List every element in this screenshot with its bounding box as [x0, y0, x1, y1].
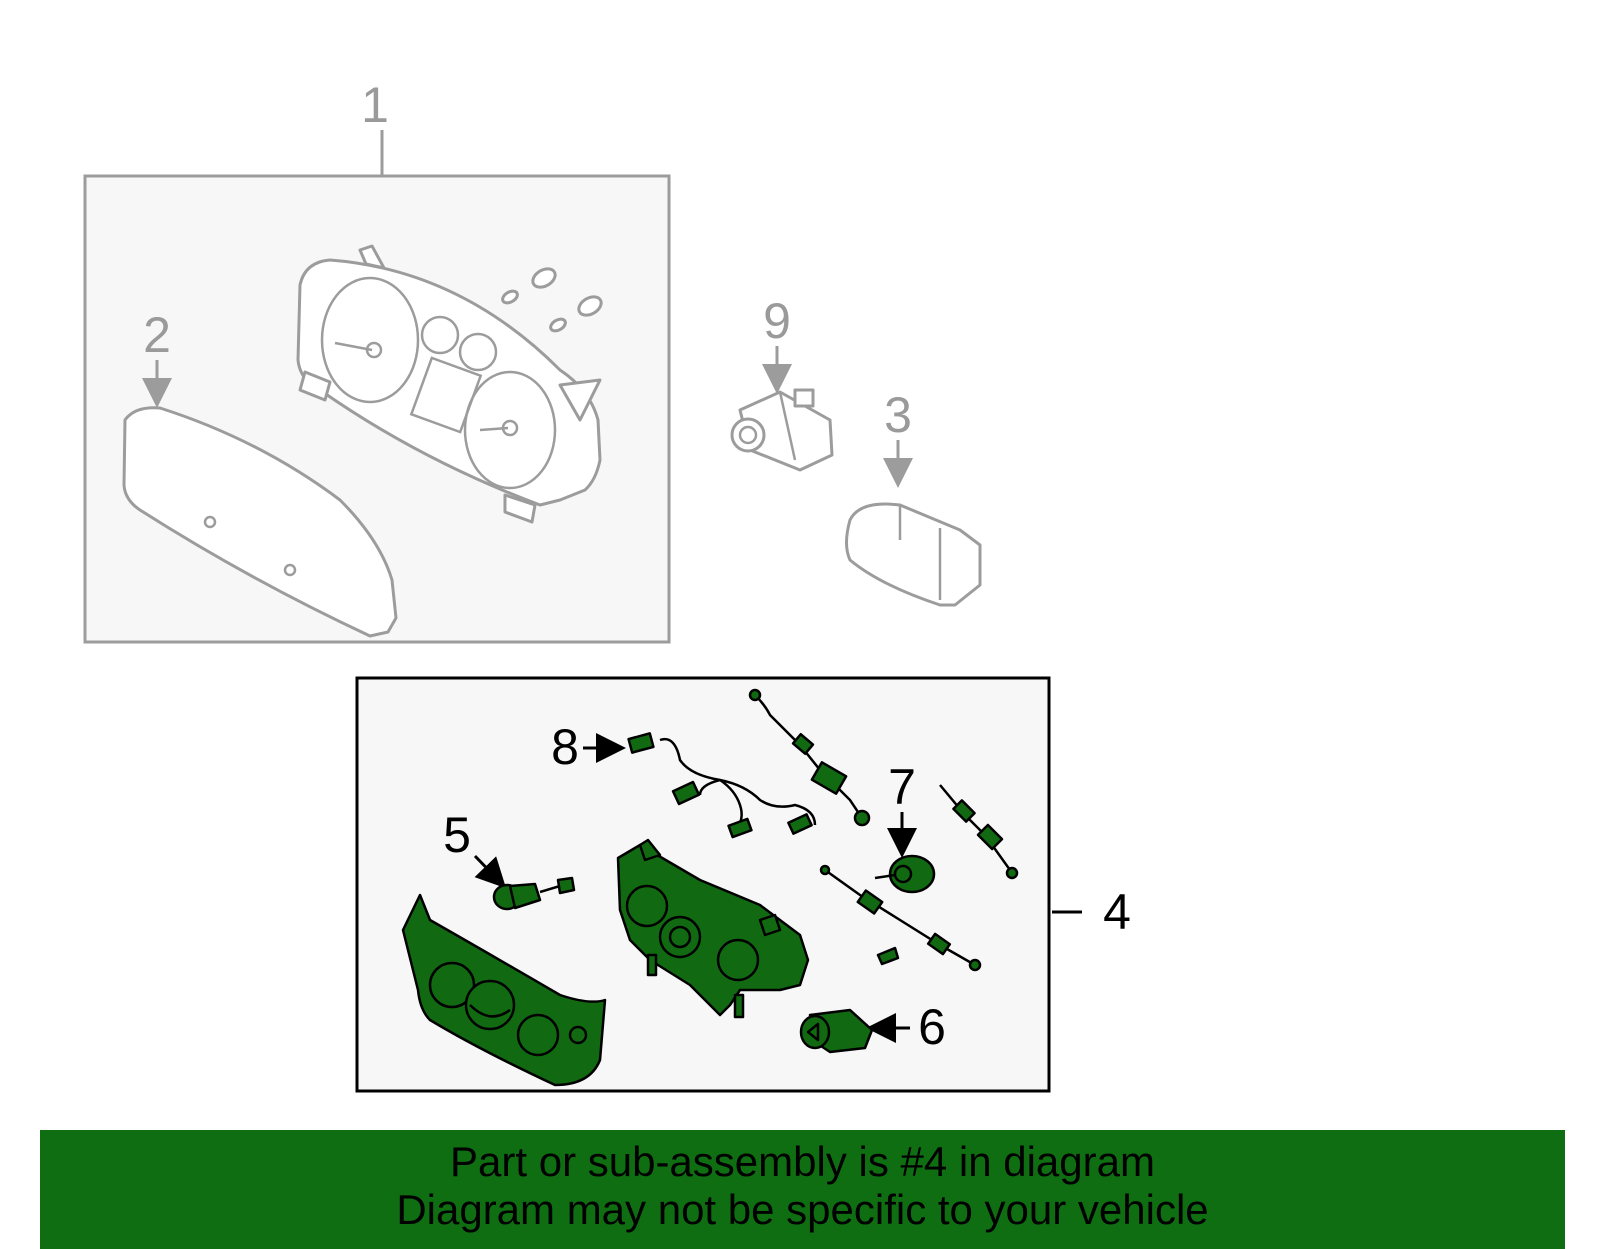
control-cable-upper[interactable]	[748, 688, 871, 827]
banner-line-1: Part or sub-assembly is #4 in diagram	[450, 1138, 1155, 1185]
callout-1[interactable]: 1	[361, 77, 389, 133]
bulb-socket-part-5[interactable]	[492, 876, 576, 911]
blower-switch-part-7[interactable]	[874, 854, 936, 894]
screw[interactable]	[876, 946, 900, 966]
cluster-bulbs[interactable]	[501, 265, 605, 333]
banner-line-2: Diagram may not be specific to your vehi…	[396, 1186, 1209, 1233]
cluster-assembly-group[interactable]: 1 2	[83, 77, 671, 644]
callout-6[interactable]: 6	[918, 999, 946, 1055]
callout-2[interactable]: 2	[143, 307, 171, 363]
climate-control-assembly-group[interactable]: 4 8 7	[355, 676, 1131, 1093]
callout-4[interactable]: 4	[1103, 884, 1131, 940]
callout-8[interactable]: 8	[551, 719, 579, 775]
callout-5[interactable]: 5	[443, 807, 471, 863]
info-banner: Part or sub-assembly is #4 in diagram Di…	[40, 1130, 1565, 1249]
wiring-harness-part-8[interactable]	[627, 732, 817, 839]
climate-control-head[interactable]	[616, 838, 810, 1019]
switch-part-3[interactable]	[845, 502, 982, 607]
control-cable-lower[interactable]	[819, 864, 982, 972]
part-9-group[interactable]: 9	[730, 293, 834, 472]
callout-7[interactable]: 7	[888, 759, 916, 815]
cluster-lens[interactable]	[122, 406, 398, 638]
callout-3[interactable]: 3	[884, 387, 912, 443]
leader-arrow-5	[473, 854, 507, 889]
switch-part-9[interactable]	[730, 388, 834, 472]
switch-part-6[interactable]	[799, 1008, 874, 1054]
control-bezel[interactable]	[401, 893, 607, 1087]
control-cable-right[interactable]	[939, 784, 1019, 880]
cluster-housing[interactable]	[296, 244, 602, 524]
callout-9[interactable]: 9	[763, 293, 791, 349]
part-3-group[interactable]: 3	[845, 387, 982, 607]
